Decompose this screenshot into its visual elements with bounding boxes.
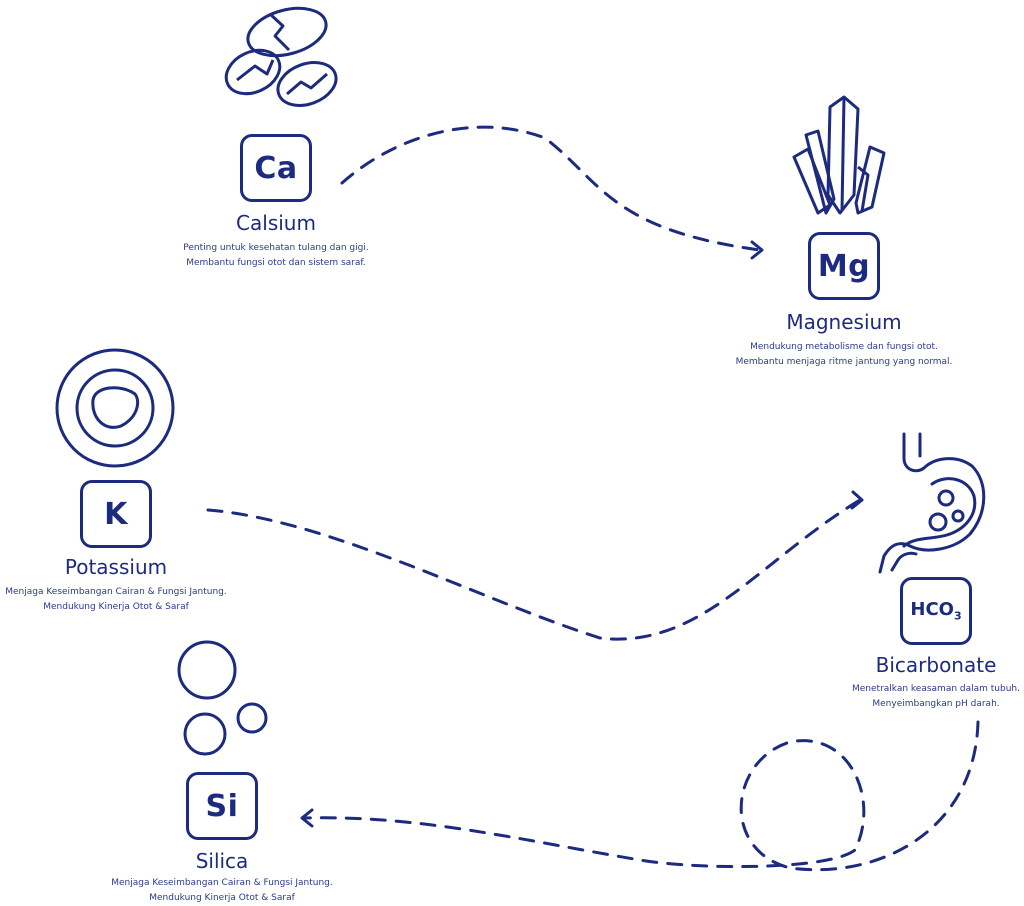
symbol-box-bicarbonate: HCO3 [900,577,972,645]
stomach-icon [878,432,986,574]
element-name: Calsium [236,211,316,235]
element-name: Bicarbonate [875,653,997,677]
element-symbol: HCO3 [910,599,961,623]
description-line: Menjaga Keseimbangan Cairan & Fungsi Jan… [5,587,227,597]
cell-icon [55,348,175,468]
description-line: Membantu fungsi otot dan sistem saraf. [186,258,366,268]
element-description: Menjaga Keseimbangan Cairan & Fungsi Jan… [111,876,333,906]
element-name: Silica [195,849,249,873]
element-symbol-main: HCO [910,599,954,621]
symbol-box-potassium: K [80,480,152,548]
description-line: Penting untuk kesehatan tulang dan gigi. [183,243,369,253]
symbol-box-magnesium: Mg [808,232,880,300]
element-symbol: K [104,496,128,532]
element-description: Penting untuk kesehatan tulang dan gigi.… [183,241,368,271]
description-line: Menjaga Keseimbangan Cairan & Fungsi Jan… [111,878,333,888]
element-description: Menjaga Keseimbangan Cairan & Fungsi Jan… [5,585,227,615]
element-symbol: Mg [817,248,871,284]
element-symbol: Si [205,788,239,824]
connector-calcium-to-magnesium [340,125,762,252]
element-description: Mendukung metabolisme dan fungsi otot. M… [736,340,953,370]
element-symbol-subscript: 3 [953,609,962,623]
arrowhead-bicarbonate [850,490,864,510]
connector-bicarbonate-loop-to-silica [303,720,980,872]
description-line: Membantu menjaga ritme jantung yang norm… [735,357,953,367]
description-line: Menetralkan keasaman dalam tubuh. [851,684,1021,694]
description-line: Mendukung metabolisme dan fungsi otot. [750,342,938,352]
description-line: Menyeimbangkan pH darah. [872,699,1000,709]
bubbles-icon [177,640,268,756]
arrowhead-magnesium [750,240,764,260]
description-line: Mendukung Kinerja Otot & Saraf [43,602,189,612]
arrowhead-silica [300,808,314,828]
element-name: Magnesium [786,310,902,334]
crystal-icon [792,95,886,215]
element-name: Potassium [64,555,168,579]
connector-potassium-to-bicarbonate [206,498,862,641]
bone-fragments-icon [224,6,338,107]
element-symbol: Ca [254,150,298,186]
symbol-box-calcium: Ca [240,134,312,202]
description-line: Mendukung Kinerja Otot & Saraf [149,893,295,903]
element-description: Menetralkan keasaman dalam tubuh. Menyei… [852,682,1020,712]
symbol-box-silica: Si [186,772,258,840]
